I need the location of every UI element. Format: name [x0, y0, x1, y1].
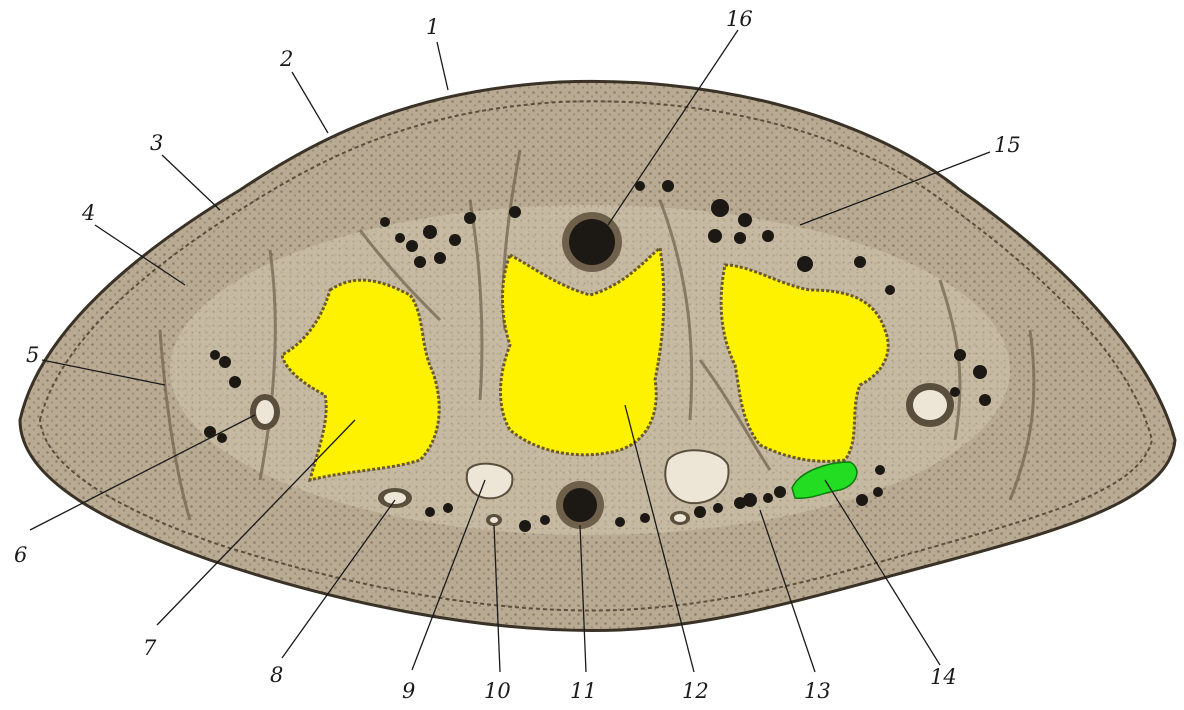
left-light-vessel — [250, 394, 280, 430]
callout-6: 6 — [14, 543, 27, 567]
callout-13: 13 — [804, 679, 831, 703]
dot-marker — [713, 503, 723, 513]
dot-marker — [464, 212, 476, 224]
dark-vessel-bottom — [556, 481, 604, 529]
dot-marker — [856, 494, 868, 506]
callout-8: 8 — [270, 663, 283, 687]
nerve-bundle-9 — [467, 464, 513, 499]
dot-marker — [711, 199, 729, 217]
dot-marker — [615, 517, 625, 527]
dot-marker — [509, 206, 521, 218]
dot-marker — [395, 233, 405, 243]
dot-marker — [885, 285, 895, 295]
dot-marker — [734, 232, 746, 244]
callout-16: 16 — [726, 7, 753, 31]
dot-marker — [954, 349, 966, 361]
dark-vessel-top — [562, 212, 622, 272]
dot-marker — [217, 433, 227, 443]
dot-marker — [210, 350, 220, 360]
callout-9: 9 — [402, 679, 415, 703]
dot-marker — [708, 229, 722, 243]
dot-marker — [854, 256, 866, 268]
callout-12: 12 — [682, 679, 709, 703]
dot-marker — [873, 487, 883, 497]
dot-marker — [219, 356, 231, 368]
dot-marker — [519, 520, 531, 532]
small-vessel-right — [670, 511, 690, 525]
callout-2: 2 — [279, 47, 293, 71]
dot-marker — [950, 387, 960, 397]
callout-7: 7 — [143, 636, 157, 660]
dot-marker — [797, 256, 813, 272]
callout-10: 10 — [484, 679, 511, 703]
dot-marker — [434, 252, 446, 264]
dot-marker — [738, 213, 752, 227]
dot-marker — [640, 513, 650, 523]
dot-marker — [229, 376, 241, 388]
dot-marker — [443, 503, 453, 513]
dot-marker — [762, 230, 774, 242]
callout-1: 1 — [426, 15, 439, 39]
callout-15: 15 — [994, 133, 1021, 157]
dot-marker — [423, 225, 437, 239]
small-vessel-8 — [378, 488, 412, 508]
dot-marker — [694, 506, 706, 518]
callout-3: 3 — [150, 131, 163, 155]
callout-14: 14 — [930, 665, 957, 689]
callout-4: 4 — [81, 201, 95, 225]
right-light-vessel — [906, 383, 954, 427]
dot-marker — [662, 180, 674, 192]
dot-marker — [973, 365, 987, 379]
callout-11: 11 — [570, 679, 597, 703]
dot-marker — [734, 497, 746, 509]
dot-marker — [425, 507, 435, 517]
dot-marker — [380, 217, 390, 227]
callout-5: 5 — [26, 343, 39, 367]
dot-marker — [449, 234, 461, 246]
dot-marker — [763, 493, 773, 503]
dot-marker — [414, 256, 426, 268]
dot-marker — [774, 486, 786, 498]
dot-marker — [540, 515, 550, 525]
dot-marker — [875, 465, 885, 475]
dot-marker — [979, 394, 991, 406]
small-vessel-10 — [486, 514, 502, 526]
dot-marker — [406, 240, 418, 252]
